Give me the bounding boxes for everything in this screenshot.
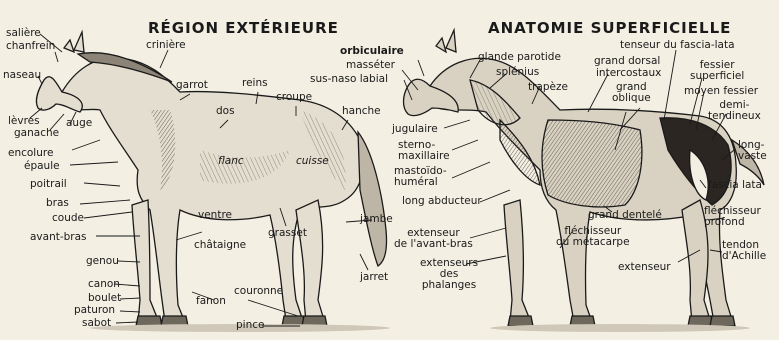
- label-mastoido-humeral: mastoïdo- huméral: [394, 166, 447, 188]
- label-poitrail: poitrail: [30, 179, 67, 190]
- label-flechisseur-profond: fléchisseur profond: [704, 206, 761, 228]
- label-extenseur: extenseur: [618, 262, 671, 273]
- label-encolure: encolure: [8, 148, 53, 159]
- label-garrot: garrot: [176, 80, 208, 91]
- label-epaule: épaule: [24, 161, 60, 172]
- label-ganache: ganache: [14, 128, 59, 139]
- label-fanon: fanon: [196, 296, 226, 307]
- label-avant-bras: avant-bras: [30, 232, 87, 243]
- label-grand-dorsal: grand dorsal: [594, 56, 660, 67]
- label-splenius: splénius: [496, 67, 539, 78]
- label-long-vaste: long- vaste: [738, 140, 767, 162]
- label-demi-tendineux: demi- tendineux: [708, 100, 761, 122]
- label-auge: auge: [66, 118, 92, 129]
- label-bras: bras: [46, 198, 69, 209]
- label-chataigne: châtaigne: [194, 240, 246, 251]
- label-paturon: paturon: [74, 305, 115, 316]
- label-fascia-lata: fascia lata: [708, 180, 762, 191]
- label-masseter: masséter: [346, 60, 395, 71]
- label-jarret: jarret: [360, 272, 388, 283]
- label-couronne: couronne: [234, 286, 283, 297]
- label-fessier-superficiel: fessier superficiel: [690, 60, 744, 82]
- label-glande-parotide: glande parotide: [478, 52, 561, 63]
- label-flanc: flanc: [218, 156, 244, 167]
- label-cuisse: cuisse: [296, 156, 329, 167]
- label-extenseurs-phalanges: extenseurs des phalanges: [420, 258, 478, 291]
- label-moyen-fessier: moyen fessier: [684, 86, 758, 97]
- label-extenseur-avant-bras: extenseur de l'avant-bras: [394, 228, 473, 250]
- label-levres: lèvres: [8, 116, 40, 127]
- label-sus-naso-labial: sus-naso labial: [310, 74, 388, 85]
- label-canon: canon: [88, 279, 120, 290]
- label-naseau: naseau: [3, 70, 41, 81]
- label-dos: dos: [216, 106, 235, 117]
- label-intercostaux: intercostaux: [596, 68, 661, 79]
- label-grand-dentele: grand dentelé: [588, 210, 662, 221]
- exterior-region-title: RÉGION EXTÉRIEURE: [148, 19, 339, 37]
- label-tenseur-fascia-lata: tenseur du fascia-lata: [620, 40, 735, 51]
- label-grasset: grasset: [268, 228, 307, 239]
- label-jugulaire: jugulaire: [392, 124, 438, 135]
- superficial-anatomy-title: ANATOMIE SUPERFICIELLE: [488, 19, 731, 37]
- label-jambe: jambe: [360, 214, 393, 225]
- label-saliere: salière: [6, 28, 41, 39]
- label-sterno-maxillaire: sterno- maxillaire: [398, 140, 450, 162]
- label-genou: genou: [86, 256, 119, 267]
- label-ventre: ventre: [198, 210, 232, 221]
- label-hanche: hanche: [342, 106, 381, 117]
- label-reins: reins: [242, 78, 268, 89]
- label-croupe: croupe: [276, 92, 312, 103]
- label-orbiculaire: orbiculaire: [340, 46, 404, 57]
- label-pince: pince: [236, 320, 264, 331]
- label-grand-oblique: grand oblique: [612, 82, 651, 104]
- label-tendon-achille: tendon d'Achille: [722, 240, 766, 262]
- label-coude: coude: [52, 213, 84, 224]
- label-long-abducteur: long abducteur: [402, 196, 482, 207]
- label-boulet: boulet: [88, 293, 121, 304]
- label-trapeze: trapèze: [528, 82, 568, 93]
- label-chanfrein: chanfrein: [6, 41, 55, 52]
- label-flechisseur-metacarpe: fléchisseur du métacarpe: [556, 226, 630, 248]
- label-sabot: sabot: [82, 318, 111, 329]
- label-criniere: crinière: [146, 40, 186, 51]
